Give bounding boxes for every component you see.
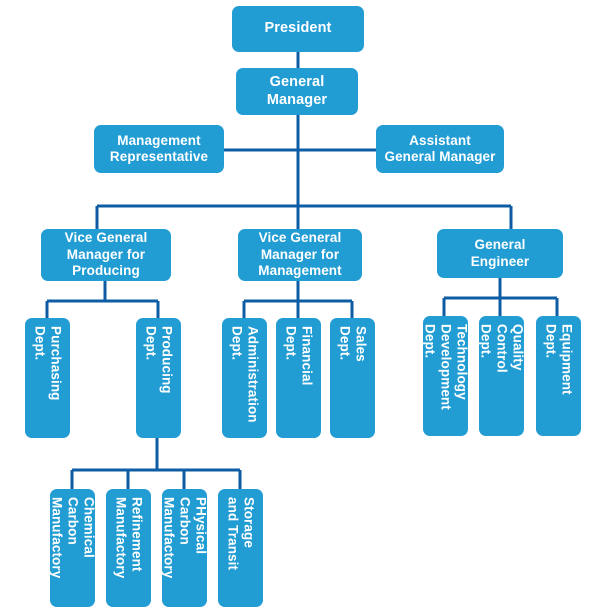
vertical-text-wrap: Technology Development Dept. [422,316,470,436]
node-label: Technology Development Dept. [422,324,470,410]
node-chemical-carbon-manufactory[interactable]: Chemical Carbon Manufactory [49,489,97,607]
node-vgm-management[interactable]: Vice General Manager for Management [238,229,362,281]
node-physical-carbon-manufactory[interactable]: PHysical Carbon Manufactory [161,489,209,607]
node-label: Administration Dept. [229,326,261,423]
node-label: Vice General Manager for Producing [64,230,148,279]
vertical-text-wrap: Equipment Dept. [536,316,581,436]
node-storage-and-transit[interactable]: Storage and Transit [218,489,263,607]
node-label: Financial Dept. [283,326,315,386]
node-label: President [264,20,332,37]
vertical-text-wrap: Producing Dept. [136,318,181,438]
node-sales-dept[interactable]: Sales Dept. [330,318,375,438]
vertical-text-wrap: Purchasing Dept. [25,318,70,438]
node-label: Management Representative [109,132,209,164]
node-president[interactable]: President [232,6,364,52]
node-equipment-dept[interactable]: Equipment Dept. [536,316,581,436]
node-financial-dept[interactable]: Financial Dept. [276,318,321,438]
node-label: Sales Dept. [337,326,369,362]
node-label: General Engineer [470,237,530,269]
node-purchasing-dept[interactable]: Purchasing Dept. [25,318,70,438]
node-quality-control-dept[interactable]: Quality Control Dept. [478,316,526,436]
vertical-text-wrap: PHysical Carbon Manufactory [161,489,209,607]
vertical-text-wrap: Chemical Carbon Manufactory [49,489,97,607]
node-label: Assistant General Manager [384,132,496,164]
node-vgm-producing[interactable]: Vice General Manager for Producing [41,229,171,281]
node-general-manager[interactable]: General Manager [236,68,358,115]
node-label: Quality Control Dept. [478,324,526,373]
node-management-representative[interactable]: Management Representative [94,125,224,173]
node-label: Refinement Manufactory [113,497,145,579]
node-label: General Manager [266,73,328,108]
node-producing-dept[interactable]: Producing Dept. [136,318,181,438]
node-label: PHysical Carbon Manufactory [161,497,209,579]
vertical-text-wrap: Refinement Manufactory [106,489,151,607]
node-technology-development-dept[interactable]: Technology Development Dept. [422,316,470,436]
vertical-text-wrap: Financial Dept. [276,318,321,438]
node-label: Producing Dept. [143,326,175,394]
vertical-text-wrap: Administration Dept. [222,318,267,438]
node-label: Vice General Manager for Management [258,230,342,279]
node-label: Chemical Carbon Manufactory [49,497,97,579]
node-refinement-manufactory[interactable]: Refinement Manufactory [106,489,151,607]
vertical-text-wrap: Quality Control Dept. [478,316,526,436]
vertical-text-wrap: Storage and Transit [218,489,263,607]
node-label: Storage and Transit [225,497,257,571]
node-label: Equipment Dept. [543,324,575,395]
node-label: Purchasing Dept. [32,326,64,401]
vertical-text-wrap: Sales Dept. [330,318,375,438]
node-assistant-general-manager[interactable]: Assistant General Manager [376,125,504,173]
node-general-engineer[interactable]: General Engineer [437,229,563,278]
node-administration-dept[interactable]: Administration Dept. [222,318,267,438]
